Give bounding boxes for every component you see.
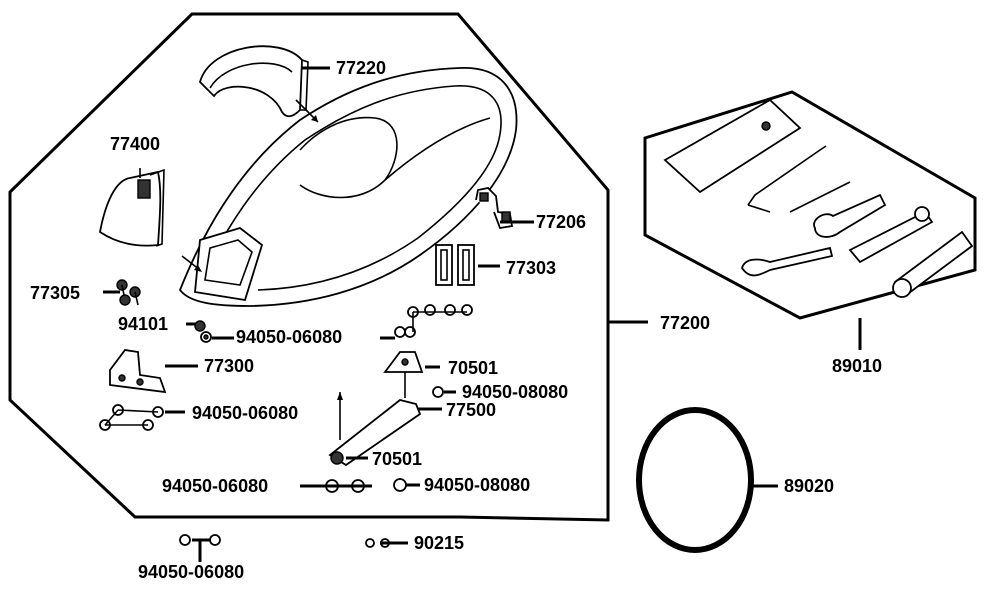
screws-icon	[116, 279, 141, 306]
bracket-cover-icon	[99, 168, 165, 247]
label-94050-08080-b: 94050-08080	[424, 475, 531, 495]
gasket-ring	[636, 407, 754, 553]
label-77300: 77300	[204, 356, 255, 376]
label-77206: 77206	[536, 212, 587, 232]
seat-assembly-frame	[8, 12, 610, 522]
seat-icon	[178, 67, 518, 307]
seat-pad-icon	[198, 45, 309, 118]
label-94050-06080-d: 94050-06080	[138, 562, 245, 582]
label-77305: 77305	[30, 283, 81, 303]
label-94050-06080-b: 94050-06080	[192, 403, 299, 423]
label-77500: 77500	[446, 400, 497, 420]
label-77220: 77220	[336, 58, 387, 78]
label-89010: 89010	[832, 356, 883, 376]
label-90215: 90215	[414, 533, 465, 553]
tool-kit-icon	[663, 98, 974, 298]
hinge-clip-icon	[475, 187, 514, 230]
label-94101: 94101	[118, 314, 169, 334]
label-70501-top: 70501	[448, 358, 499, 378]
label-77303: 77303	[506, 258, 557, 278]
label-94050-08080-a: 94050-08080	[462, 382, 569, 402]
tool-kit-frame	[643, 90, 977, 320]
label-94050-06080-c: 94050-06080	[162, 476, 269, 496]
bracket-icon	[109, 349, 167, 394]
label-77400: 77400	[110, 134, 161, 154]
label-89020: 89020	[784, 476, 835, 496]
label-70501-bottom: 70501	[372, 449, 423, 469]
rubber-pads-icon	[435, 244, 475, 286]
label-94050-06080-a: 94050-06080	[236, 327, 343, 347]
label-77200: 77200	[660, 313, 711, 333]
nuts-group-icon	[99, 304, 473, 431]
leader-lines	[103, 66, 862, 562]
